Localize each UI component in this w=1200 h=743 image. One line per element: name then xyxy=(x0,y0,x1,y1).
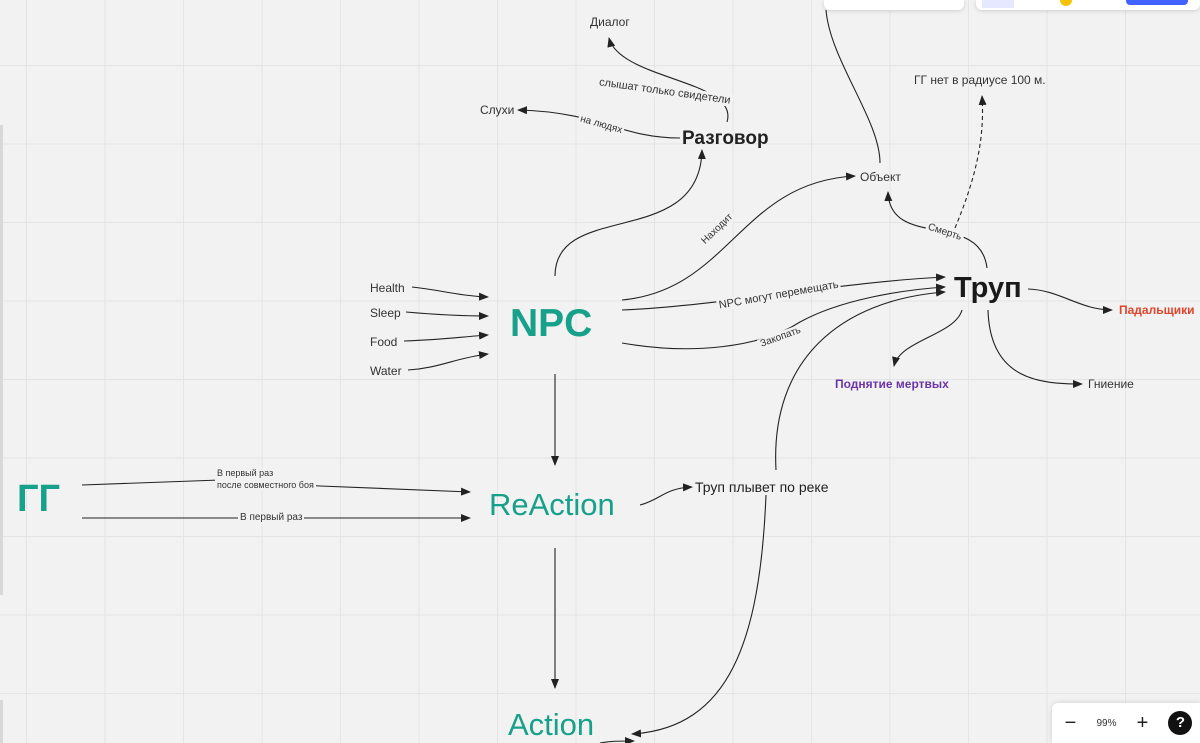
edge-npc-to-corpse-bury xyxy=(621,283,946,350)
zoom-controls: − 99% + ? xyxy=(1052,703,1200,743)
edge-health-to-npc xyxy=(411,286,489,301)
node-raise-dead[interactable]: Поднятие мертвых xyxy=(835,377,949,391)
node-water[interactable]: Water xyxy=(370,364,402,378)
top-toolbar-left[interactable] xyxy=(824,0,964,10)
help-button[interactable]: ? xyxy=(1168,711,1193,735)
node-no-gg[interactable]: ГГ нет в радиусе 100 м. xyxy=(914,73,1046,87)
node-dialog[interactable]: Диалог xyxy=(590,15,630,29)
node-gg[interactable]: ГГ xyxy=(17,478,61,520)
node-food[interactable]: Food xyxy=(370,335,398,349)
top-toolbar-right[interactable] xyxy=(976,0,1200,10)
edge-sleep-to-npc xyxy=(405,311,489,320)
node-rumors[interactable]: Слухи xyxy=(480,103,515,117)
node-action[interactable]: Action xyxy=(508,707,595,742)
left-sidebar-edge xyxy=(0,125,3,595)
node-decay[interactable]: Гниение xyxy=(1088,377,1134,391)
edge-corpse-to-decay xyxy=(987,309,1083,388)
node-talk[interactable]: Разговор xyxy=(682,128,769,149)
node-reaction[interactable]: ReAction xyxy=(489,487,615,522)
edge-river-to-action xyxy=(631,494,767,738)
edge-label-first-time-after-battle: В первый раз после совместного боя xyxy=(215,467,316,491)
node-river[interactable]: Труп плывет по реке xyxy=(695,479,829,495)
node-sleep[interactable]: Sleep xyxy=(370,306,401,320)
zoom-out-button[interactable]: − xyxy=(1064,712,1077,734)
left-sidebar-edge-bottom xyxy=(0,700,3,743)
edge-talk-to-dialog xyxy=(607,37,729,123)
share-button[interactable] xyxy=(1126,0,1188,5)
node-health[interactable]: Health xyxy=(370,281,405,295)
edge-label-first-time-line2: после совместного боя xyxy=(217,480,314,490)
node-corpse[interactable]: Труп xyxy=(954,272,1022,304)
edge-label-first-time: В первый раз xyxy=(238,512,305,524)
node-object[interactable]: Объект xyxy=(860,170,901,184)
node-npc[interactable]: NPC xyxy=(510,302,593,345)
edge-corpse-to-scavengers xyxy=(1027,288,1113,314)
toolbar-swatch[interactable] xyxy=(982,0,1014,8)
edge-corpse-to-no-gg xyxy=(954,95,987,229)
edge-npc-to-object xyxy=(621,172,856,301)
zoom-in-button[interactable]: + xyxy=(1136,712,1149,734)
edge-label-first-time-line1: В первый раз xyxy=(217,468,274,478)
zoom-level: 99% xyxy=(1096,717,1117,729)
edge-water-to-npc xyxy=(407,351,489,371)
edge-food-to-npc xyxy=(403,331,489,342)
edge-top-to-object xyxy=(825,9,881,164)
emoji-icon[interactable] xyxy=(1060,0,1072,6)
node-scavengers[interactable]: Падальщики xyxy=(1119,303,1195,317)
edge-reaction-to-river xyxy=(639,483,693,506)
edge-npc-to-talk xyxy=(554,149,706,277)
edge-river-to-corpse xyxy=(775,288,946,471)
edge-corpse-to-raise-dead xyxy=(892,309,963,367)
